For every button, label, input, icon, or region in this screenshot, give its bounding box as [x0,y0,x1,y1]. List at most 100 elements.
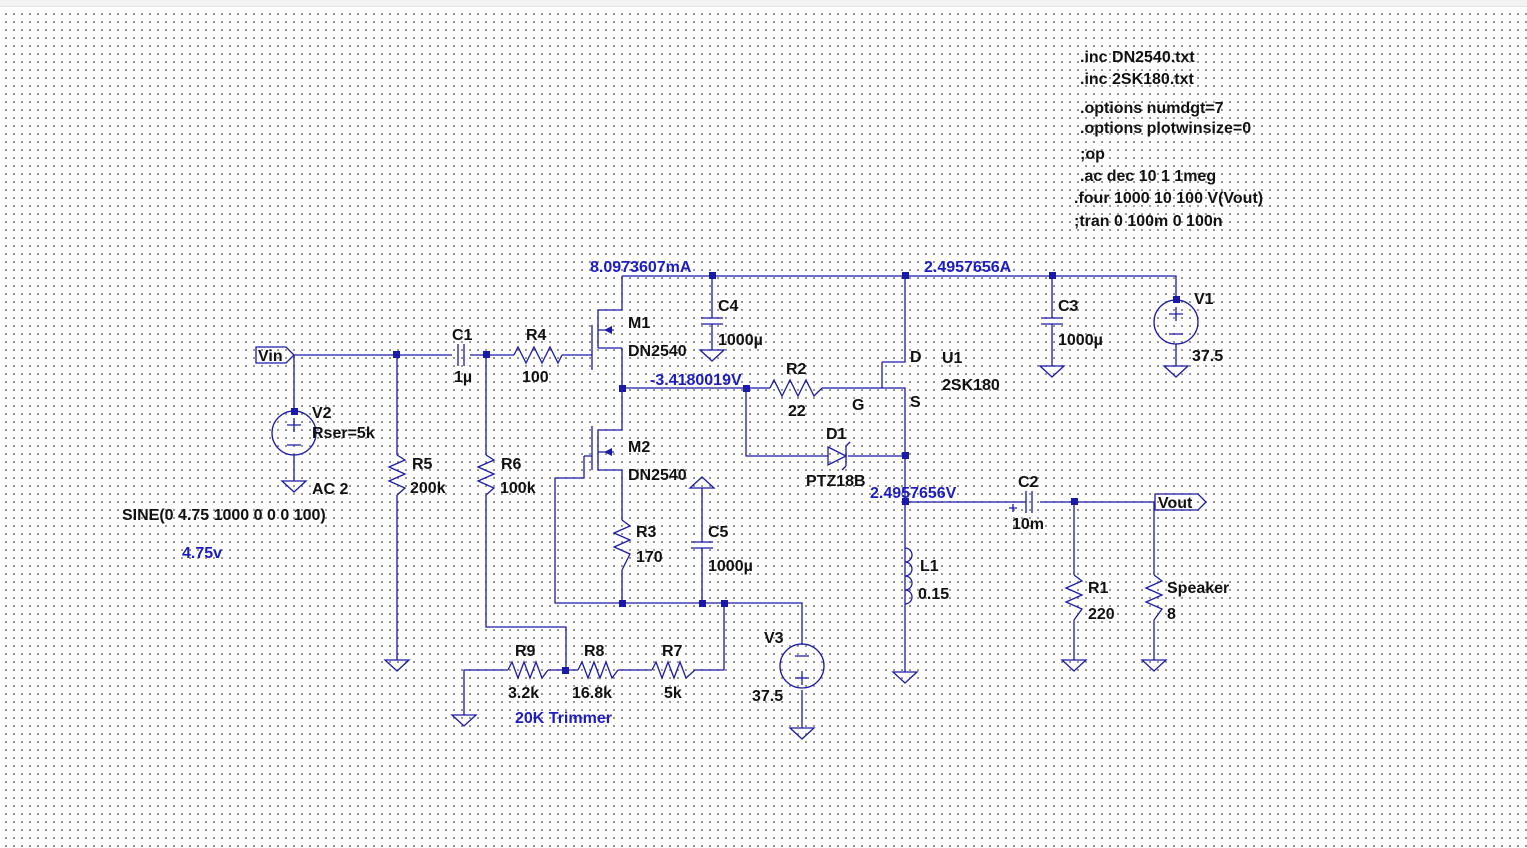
resistor-speaker-value[interactable]: 8 [1167,606,1176,623]
resistor-r9-zigzag[interactable] [507,660,549,680]
capacitor-c3-value[interactable]: 1000µ [1058,332,1103,349]
resistor-r7[interactable]: R7 5k [651,643,696,702]
source-v2-ac[interactable]: AC 2 [312,481,349,498]
resistor-r4[interactable]: R4 100 [513,327,563,386]
resistor-r8-zigzag[interactable] [577,660,619,680]
ground-symbols [280,349,1190,740]
capacitor-c4-plates[interactable] [701,317,723,325]
junction-dot [1071,498,1078,505]
capacitor-c5[interactable]: C5 1000µ [691,524,753,575]
capacitor-c4[interactable]: C4 1000µ [701,298,763,349]
inductor-l1-coil[interactable] [904,547,913,605]
resistor-r2-value[interactable]: 22 [788,403,806,420]
directive-op-commented[interactable]: ;op [1080,146,1105,163]
port-vout[interactable]: Vout [1154,493,1207,512]
directive-inc-2sk180[interactable]: .inc 2SK180.txt [1080,71,1195,88]
resistor-r9-value[interactable]: 3.2k [508,685,539,702]
resistor-r1[interactable]: R1 220 [1064,574,1115,623]
capacitor-c5-plates[interactable] [691,541,713,549]
mosfet-m1-model[interactable]: DN2540 [628,343,687,360]
source-v2-body[interactable] [271,410,317,456]
capacitor-c1-value[interactable]: 1µ [454,369,472,386]
resistor-r6[interactable]: R6 100k [476,454,536,497]
resistor-r4-value[interactable]: 100 [522,369,549,386]
junctions [291,272,1180,674]
resistor-r5-zigzag[interactable] [387,454,407,496]
probe-supply-current[interactable]: 8.0973607mA [590,259,692,276]
capacitor-c2[interactable]: C2 10m [1009,474,1044,533]
resistor-r3[interactable]: R3 170 [612,519,663,571]
resistor-r3-zigzag[interactable] [612,519,632,571]
diode-d1-symbol[interactable] [827,441,851,471]
capacitor-c1[interactable]: C1 1µ [452,327,473,386]
resistor-r5-value[interactable]: 200k [410,480,446,497]
mosfet-m2[interactable]: M2 DN2540 [584,426,687,484]
directive-ac-analysis[interactable]: .ac dec 10 1 1meg [1080,168,1216,185]
resistor-r6-value[interactable]: 100k [500,480,536,497]
capacitor-c3-plates[interactable] [1041,317,1063,325]
port-vout-label: Vout [1158,495,1193,512]
resistor-r7-value[interactable]: 5k [664,685,682,702]
probe-input-amplitude[interactable]: 4.75v [182,545,222,562]
probe-drain-current[interactable]: 2.4957656A [924,259,1012,276]
resistor-r1-value[interactable]: 220 [1088,606,1115,623]
probe-gate-voltage[interactable]: -3.4180019V [650,372,742,389]
resistor-r9[interactable]: R9 3.2k [507,643,549,702]
directive-tran-commented[interactable]: ;tran 0 100m 0 100n [1074,213,1223,230]
inductor-l1[interactable]: L1 0.15 [904,547,949,605]
capacitor-c5-value[interactable]: 1000µ [708,558,753,575]
resistor-r9-name: R9 [515,643,536,660]
source-v3[interactable]: V3 37.5 [752,630,825,705]
trimmer-note[interactable]: 20K Trimmer [515,710,612,727]
source-v3-value[interactable]: 37.5 [752,688,783,705]
mosfet-m1[interactable]: M1 DN2540 [584,309,687,370]
resistor-speaker[interactable]: Speaker 8 [1144,574,1229,623]
source-v3-body[interactable] [779,643,825,689]
resistor-r7-zigzag[interactable] [651,660,696,680]
resistor-r6-zigzag[interactable] [476,454,496,496]
resistor-r5[interactable]: R5 200k [387,454,446,497]
resistor-r2[interactable]: R2 22 [769,361,823,420]
inductor-l1-value[interactable]: 0.15 [918,586,949,603]
resistor-r8-value[interactable]: 16.8k [572,685,612,702]
resistor-r8[interactable]: R8 16.8k [572,643,619,702]
port-vout-flag[interactable] [1154,493,1207,511]
resistor-r4-zigzag[interactable] [513,345,563,365]
directive-inc-dn2540[interactable]: .inc DN2540.txt [1080,49,1195,66]
source-v1-body[interactable] [1153,299,1199,345]
source-v2-sine[interactable]: SINE(0 4.75 1000 0 0 0 100) [122,507,326,524]
mosfet-m2-model[interactable]: DN2540 [628,467,687,484]
capacitor-c2-value[interactable]: 10m [1012,516,1044,533]
source-v1[interactable]: V1 37.5 [1153,291,1223,365]
jfet-u1-model[interactable]: 2SK180 [942,377,1000,394]
jfet-u1[interactable]: D G S U1 2SK180 [852,349,1000,414]
diode-d1-model[interactable]: PTZ18B [806,473,866,490]
directive-options-plotwinsize[interactable]: .options plotwinsize=0 [1080,120,1251,137]
source-v2[interactable]: V2 Rser=5k AC 2 SINE(0 4.75 1000 0 0 0 1… [122,405,375,524]
resistor-r2-zigzag[interactable] [769,378,823,398]
source-v2-rser[interactable]: Rser=5k [312,425,375,442]
port-vin-flag[interactable] [255,346,295,364]
mosfet-m1-body[interactable] [584,309,622,370]
spice-directives[interactable]: .inc DN2540.txt .inc 2SK180.txt .options… [1074,49,1263,230]
capacitor-c4-value[interactable]: 1000µ [718,332,763,349]
capacitor-c1-plates[interactable] [457,344,465,366]
port-vin[interactable]: Vin [255,346,295,365]
capacitor-c2-plates[interactable] [1025,491,1033,513]
directive-four-analysis[interactable]: .four 1000 10 100 V(Vout) [1074,190,1263,207]
resistor-r1-zigzag[interactable] [1064,574,1084,621]
directive-options-numdgt[interactable]: .options numdgt=7 [1080,100,1224,117]
capacitor-c3[interactable]: C3 1000µ [1041,298,1103,349]
source-v1-value[interactable]: 37.5 [1192,348,1223,365]
mosfet-m2-body[interactable] [584,426,622,471]
probe-output-voltage[interactable]: 2.4957656V [870,485,957,502]
source-v2-name[interactable]: V2 [312,405,332,422]
junction-dot [619,385,626,392]
jfet-u1-name: U1 [942,350,963,367]
resistor-speaker-zigzag[interactable] [1144,574,1164,621]
jfet-u1-pin-s: S [910,394,921,411]
resistor-r3-value[interactable]: 170 [636,549,663,566]
wire-r6-to-trimmer [485,495,567,670]
diode-d1[interactable]: D1 PTZ18B [806,426,866,490]
